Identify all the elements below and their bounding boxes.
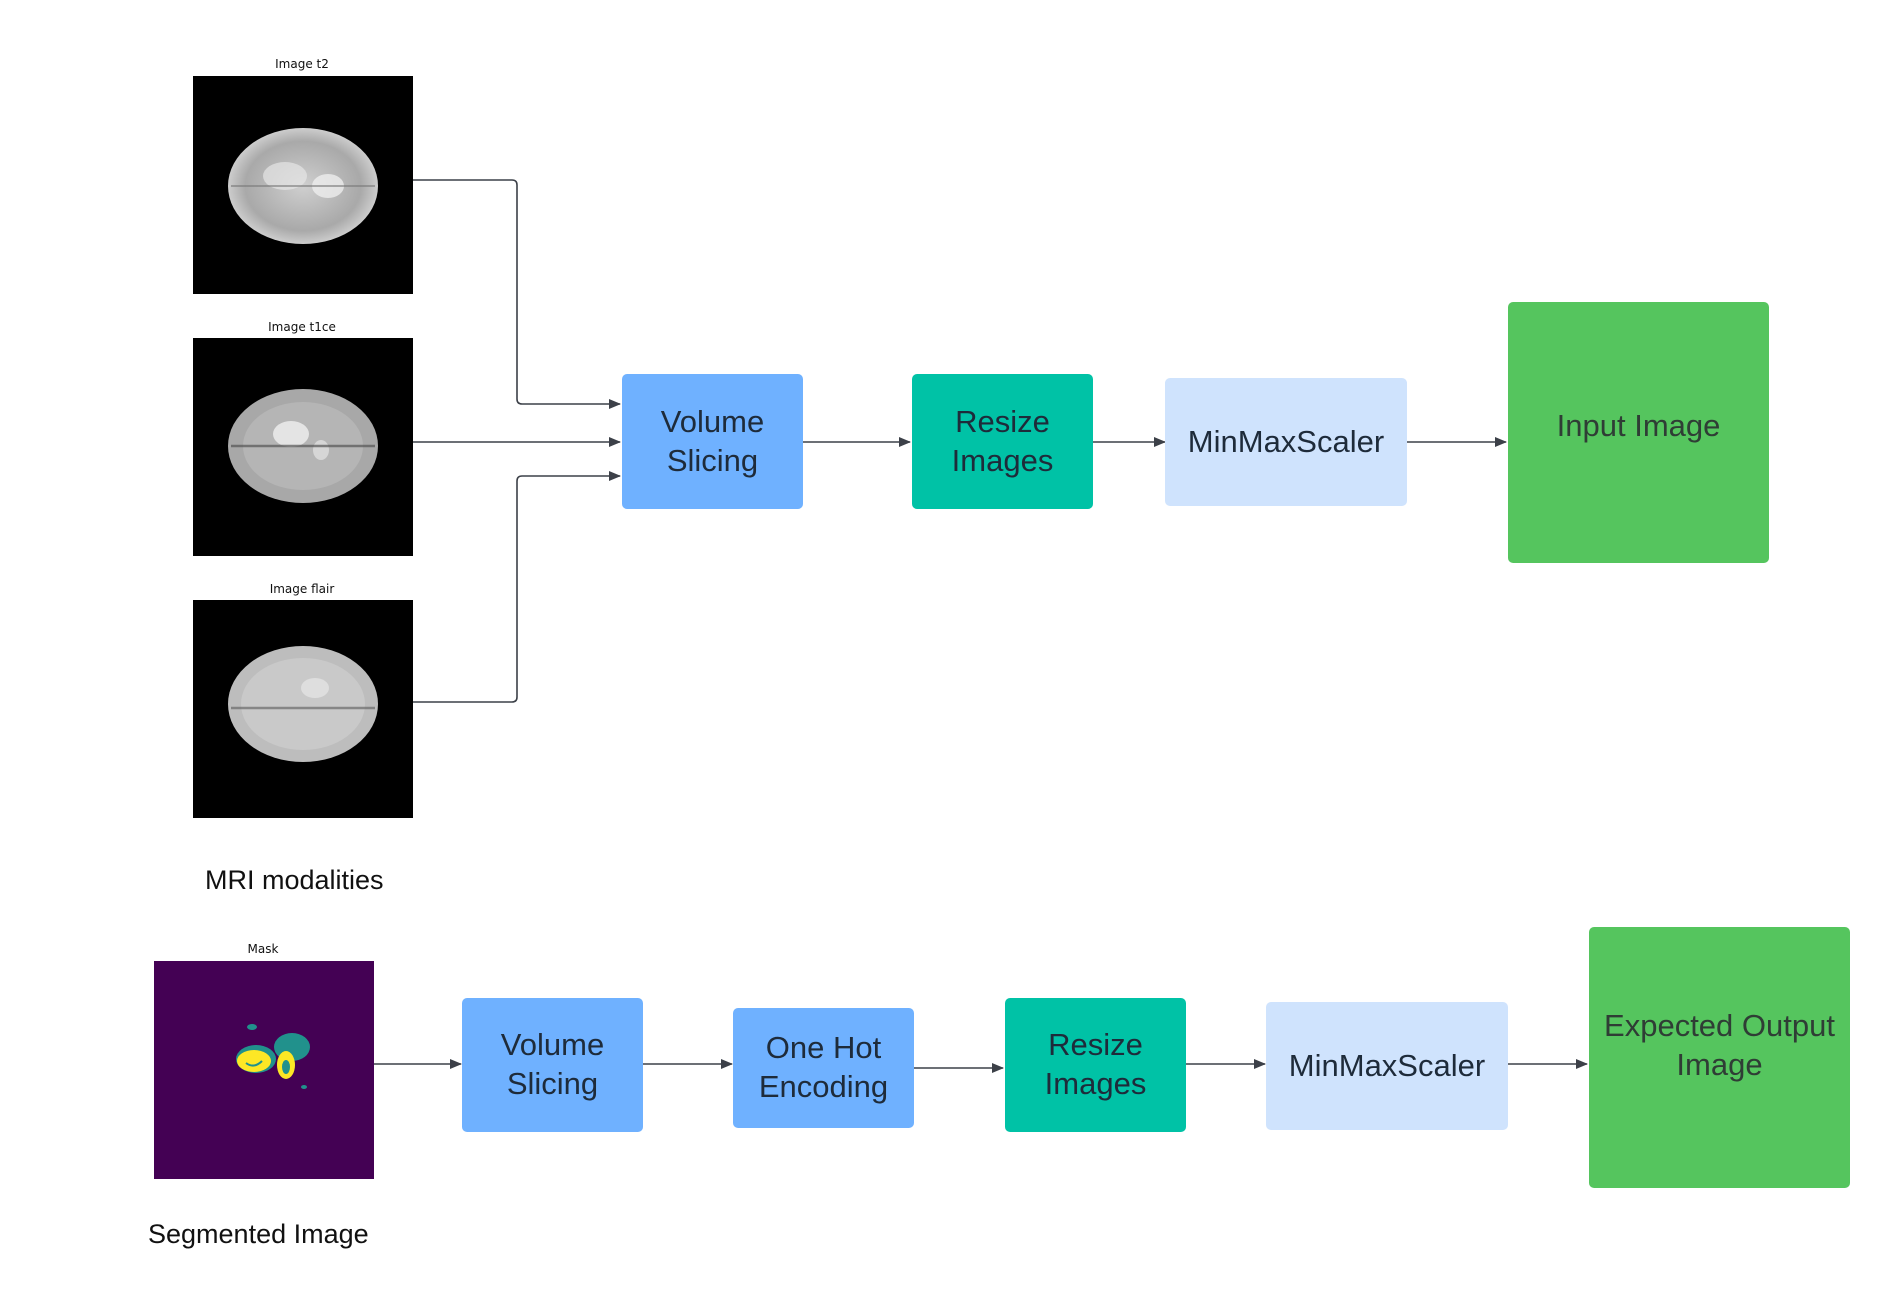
resize-images-box-top: Resize Images: [912, 374, 1093, 509]
input-image-box: Input Image: [1508, 302, 1769, 563]
expected-output-image-label: Expected Output Image: [1604, 1007, 1835, 1082]
mri-flair-image: [193, 600, 413, 818]
mask-segments-graphic: [236, 1024, 310, 1089]
minmaxscaler-box-bottom: MinMaxScaler: [1266, 1002, 1508, 1130]
volume-slicing-box-bottom: Volume Slicing: [462, 998, 643, 1132]
volume-slicing-label-top: Volume Slicing: [660, 403, 765, 478]
segmentation-mask-image: [154, 961, 374, 1179]
mri-t1ce-image: [193, 338, 413, 556]
scan-title-t2: Image t2: [275, 57, 329, 71]
segmented-image-caption: Segmented Image: [148, 1219, 369, 1249]
scan-title-t1ce: Image t1ce: [268, 320, 336, 334]
mri-modalities-caption: MRI modalities: [205, 865, 384, 895]
one-hot-encoding-box: One Hot Encoding: [733, 1008, 914, 1128]
input-image-label: Input Image: [1556, 408, 1721, 444]
expected-output-image-box: Expected Output Image: [1589, 927, 1850, 1188]
one-hot-encoding-label: One Hot Encoding: [758, 1030, 889, 1104]
brain-t2-graphic: [228, 128, 378, 244]
resize-images-label-bottom: Resize Images: [1044, 1027, 1147, 1101]
resize-images-box-bottom: Resize Images: [1005, 998, 1186, 1132]
mask-title: Mask: [247, 942, 279, 956]
scan-title-flair: Image flair: [269, 582, 335, 596]
arrow-t2-to-volume-slicing: [413, 179, 621, 409]
minmaxscaler-label-bottom: MinMaxScaler: [1288, 1047, 1486, 1083]
resize-images-label-top: Resize Images: [951, 403, 1054, 478]
volume-slicing-box-top: Volume Slicing: [622, 374, 803, 509]
mri-t2-image: [193, 76, 413, 294]
minmaxscaler-box-top: MinMaxScaler: [1165, 378, 1407, 506]
arrow-flair-to-volume-slicing: [413, 471, 621, 703]
brain-t1ce-graphic: [228, 389, 378, 503]
volume-slicing-label-bottom: Volume Slicing: [500, 1027, 605, 1101]
brain-flair-graphic: [228, 646, 378, 762]
minmaxscaler-label-top: MinMaxScaler: [1187, 423, 1385, 459]
